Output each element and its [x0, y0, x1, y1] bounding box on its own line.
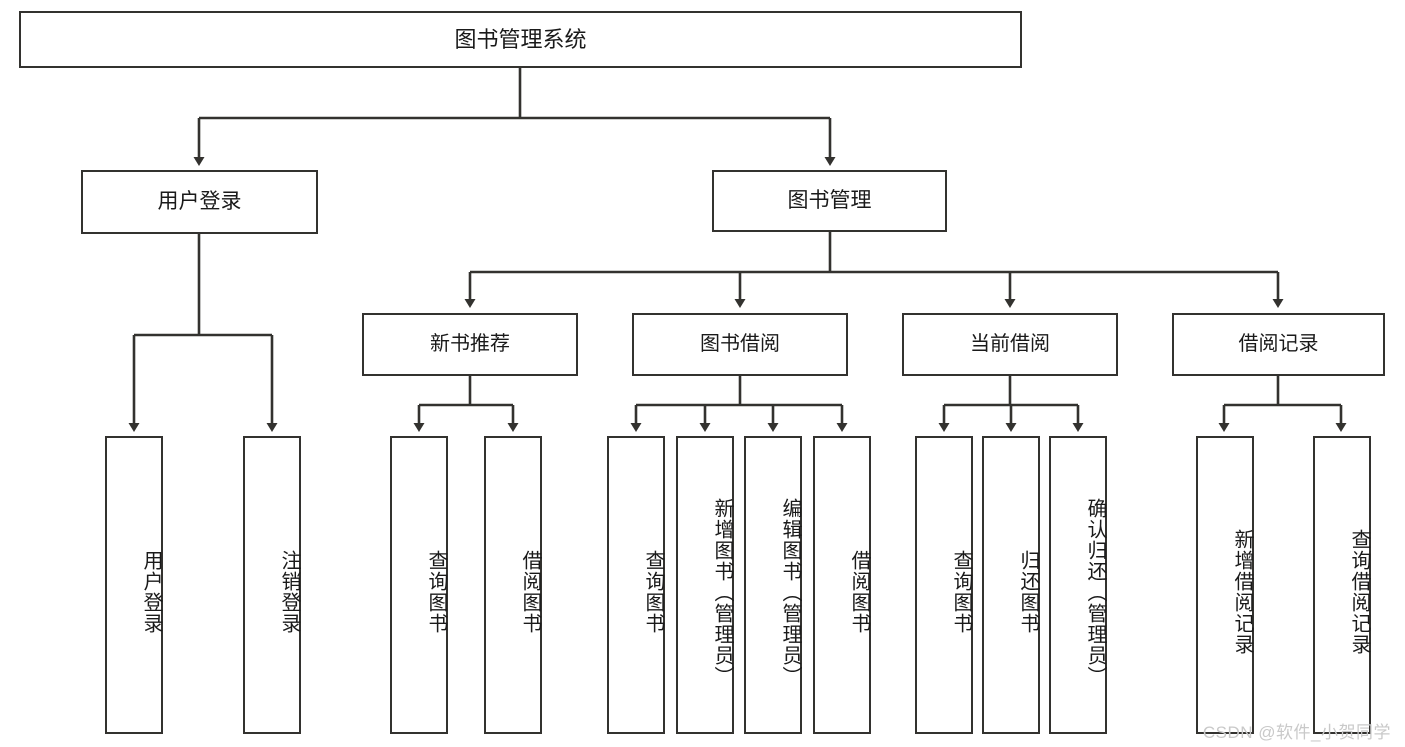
- node-label: 图书管理: [787, 188, 872, 212]
- node-label: 归还图书: [1017, 550, 1039, 634]
- node-label: 当前借阅: [970, 333, 1050, 355]
- leaf-current-query-book[interactable]: 查询图书: [915, 436, 973, 734]
- node-book-management[interactable]: 图书管理: [712, 170, 947, 232]
- node-borrow-record[interactable]: 借阅记录: [1172, 313, 1385, 376]
- node-label: 查询图书: [425, 550, 447, 634]
- node-label: 编辑图书（管理员）: [779, 497, 801, 687]
- leaf-borrow-query-book[interactable]: 查询图书: [607, 436, 665, 734]
- leaf-borrow-add-book-admin[interactable]: 新增图书（管理员）: [676, 436, 734, 734]
- node-new-book-recommend[interactable]: 新书推荐: [362, 313, 578, 376]
- node-label: 新增借阅记录: [1231, 529, 1253, 655]
- node-book-borrow[interactable]: 图书借阅: [632, 313, 848, 376]
- leaf-record-query-record[interactable]: 查询借阅记录: [1313, 436, 1371, 734]
- node-label: 借阅图书: [848, 550, 870, 634]
- leaf-user-login-logout[interactable]: 注销登录: [243, 436, 301, 734]
- leaf-recommend-borrow-book[interactable]: 借阅图书: [484, 436, 542, 734]
- node-label: 注销登录: [278, 550, 300, 634]
- node-label: 用户登录: [140, 550, 162, 634]
- leaf-record-add-record[interactable]: 新增借阅记录: [1196, 436, 1254, 734]
- node-user-login[interactable]: 用户登录: [81, 170, 318, 234]
- node-label: 查询图书: [642, 550, 664, 634]
- leaf-current-return-book[interactable]: 归还图书: [982, 436, 1040, 734]
- leaf-borrow-borrow-book[interactable]: 借阅图书: [813, 436, 871, 734]
- node-label: 借阅记录: [1238, 333, 1319, 355]
- leaf-borrow-edit-book-admin[interactable]: 编辑图书（管理员）: [744, 436, 802, 734]
- leaf-user-login-login[interactable]: 用户登录: [105, 436, 163, 734]
- leaf-recommend-query-book[interactable]: 查询图书: [390, 436, 448, 734]
- node-label: 确认归还（管理员）: [1084, 497, 1106, 687]
- node-label: 查询借阅记录: [1348, 529, 1370, 655]
- node-label: 新增图书（管理员）: [711, 497, 733, 687]
- node-current-borrow[interactable]: 当前借阅: [902, 313, 1118, 376]
- leaf-current-confirm-return-admin[interactable]: 确认归还（管理员）: [1049, 436, 1107, 734]
- node-label: 新书推荐: [430, 333, 510, 355]
- node-label: 查询图书: [950, 550, 972, 634]
- node-label: 借阅图书: [519, 550, 541, 634]
- node-label: 用户登录: [157, 189, 242, 213]
- node-label: 图书管理系统: [454, 26, 587, 52]
- node-root-system[interactable]: 图书管理系统: [19, 11, 1022, 68]
- csdn-watermark: CSDN @软件_小贺同学: [1202, 723, 1391, 742]
- node-label: 图书借阅: [700, 333, 780, 355]
